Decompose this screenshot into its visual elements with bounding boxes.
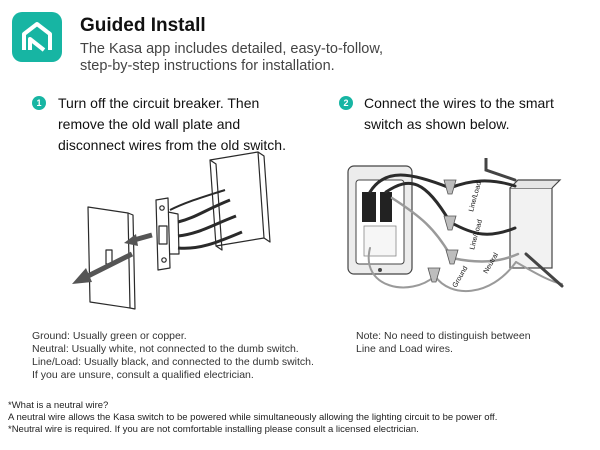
footer-explanation: A neutral wire allows the Kasa switch to… (8, 412, 498, 423)
step-1-line: disconnect wires from the old switch. (58, 137, 286, 153)
smart-switch-label (362, 192, 376, 222)
step-2-line: switch as shown below. (364, 116, 510, 132)
label-neutral: Neutral (483, 252, 501, 275)
page-subtitle: The Kasa app includes detailed, easy-to-… (80, 41, 460, 75)
arrow-head (124, 234, 138, 246)
footer-requirement: *Neutral wire is required. If you are no… (8, 424, 419, 435)
wire-nut (443, 179, 457, 195)
note-line-load: Line/Load: Usually black, and connected … (32, 356, 314, 368)
wire-nut (443, 215, 457, 231)
wire-nut (427, 267, 441, 283)
subtitle-line: The Kasa app includes detailed, easy-to-… (80, 41, 384, 57)
note-line: Line and Load wires. (356, 343, 453, 355)
step-1-line: remove the old wall plate and (58, 116, 241, 132)
wiring-diagram: Line/Load Line/Load Neutral Ground (347, 158, 564, 293)
wall-plate-removal-illustration (72, 151, 271, 310)
step-1-badge: 1 (32, 96, 46, 110)
remove-arrow-icon (72, 268, 92, 284)
subtitle-line: step-by-step instructions for installati… (80, 58, 335, 74)
label-ground: Ground (452, 265, 470, 289)
wire-nut (445, 249, 459, 265)
note-ground: Ground: Usually green or copper. (32, 330, 187, 342)
step-1-instructions: Turn off the circuit breaker. Then remov… (58, 93, 286, 156)
step-2-instructions: Connect the wires to the smart switch as… (364, 93, 554, 135)
page-title: Guided Install (80, 15, 206, 36)
kasa-house-icon (22, 22, 52, 52)
arrow-shaft (133, 232, 153, 243)
wire-color-notes: Ground: Usually green or copper. Neutral… (32, 330, 314, 382)
footer-question: *What is a neutral wire? (8, 400, 109, 411)
kasa-app-icon (12, 12, 62, 62)
line-load-note: Note: No need to distinguish between Lin… (356, 330, 531, 356)
note-line: Note: No need to distinguish between (356, 330, 531, 342)
note-consult: If you are unsure, consult a qualified e… (32, 369, 254, 381)
neutral-wire-footer: *What is a neutral wire? A neutral wire … (8, 400, 497, 436)
note-neutral: Neutral: Usually white, not connected to… (32, 343, 299, 355)
step-2-badge: 2 (339, 96, 353, 110)
step-2-line: Connect the wires to the smart (364, 95, 554, 111)
label-line-load-1: Line/Load (468, 181, 483, 213)
step-1-line: Turn off the circuit breaker. Then (58, 95, 260, 111)
